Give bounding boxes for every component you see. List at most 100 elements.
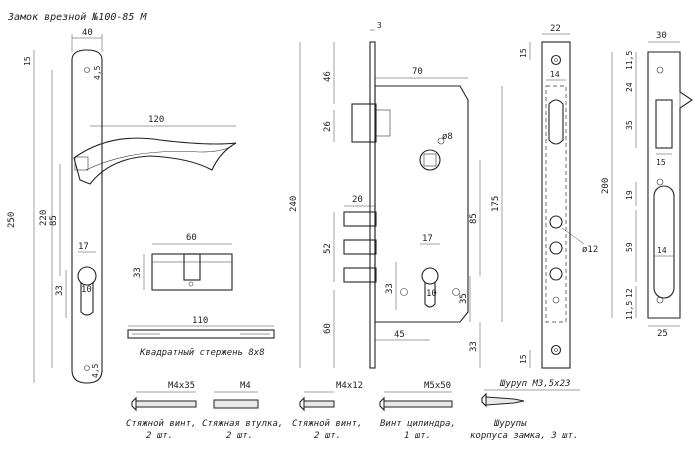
lock-front-plate xyxy=(369,41,376,369)
drawing-title: Замок врезной №100-85 М xyxy=(7,11,147,23)
part-size: М4х35 xyxy=(168,381,195,391)
dim-label: 250 xyxy=(7,212,17,228)
dim-label: 40 xyxy=(82,28,93,38)
screw-shank xyxy=(135,400,197,408)
dim-label: 15 xyxy=(23,56,32,66)
rod-caption: Квадратный стержень 8х8 xyxy=(139,348,265,358)
dim-label: 45 xyxy=(394,330,405,340)
dim-label: 175 xyxy=(491,196,501,212)
part-qty: 2 шт. xyxy=(146,431,173,441)
deadbolt-circle-1 xyxy=(549,215,563,229)
latch-inner xyxy=(375,109,391,137)
dim-label: 33 xyxy=(133,267,143,278)
dim-label: 59 xyxy=(625,242,634,252)
dim-label: ø12 xyxy=(582,245,598,255)
part-qty: корпуса замка, 3 шт. xyxy=(470,431,578,441)
dim-label: 15 xyxy=(519,354,528,364)
part-qty: 2 шт. xyxy=(314,431,341,441)
pin-hole xyxy=(437,137,445,145)
part-name: Винт цилиндра, xyxy=(380,419,456,429)
dim-label: 11,5 xyxy=(625,301,634,320)
dim-label: 4,5 xyxy=(93,65,102,80)
dim-label: 24 xyxy=(625,82,634,92)
strike-bolt-slot xyxy=(653,185,675,299)
square-spindle-hole xyxy=(74,156,89,171)
dim-label: 35 xyxy=(625,120,634,130)
dim-label: 15 xyxy=(519,48,528,58)
follower-hub xyxy=(419,149,441,171)
dim-label: 35 xyxy=(459,293,469,304)
sleeve-body xyxy=(213,399,259,409)
cylinder-hole-circle xyxy=(421,267,439,285)
dim-label: 200 xyxy=(601,178,611,194)
lock-faceplate xyxy=(529,33,585,369)
screw-head xyxy=(379,396,385,412)
dim-label: 60 xyxy=(323,323,333,334)
dim-label: 60 xyxy=(186,233,197,243)
door-handle xyxy=(33,34,237,384)
dim-label: 3 xyxy=(377,21,382,30)
mount-hole-right xyxy=(452,288,460,296)
part-size: М4 xyxy=(240,381,251,391)
screw-shank xyxy=(303,400,335,408)
screw-head xyxy=(299,396,305,412)
dim-label: 14 xyxy=(550,70,560,79)
dim-label: 11,5 xyxy=(625,51,634,70)
dim-label: 15 xyxy=(656,158,666,167)
leader-12 xyxy=(561,227,585,245)
handle-lever xyxy=(73,137,237,185)
dim-label: 17 xyxy=(78,242,89,252)
wood-screw-shank xyxy=(485,396,525,406)
screw-head xyxy=(131,396,137,412)
part-size: Шуруп М3,5х23 xyxy=(499,379,570,389)
dim-label: 120 xyxy=(148,115,164,125)
lock-case xyxy=(374,85,469,323)
deadbolt-circle-3 xyxy=(549,267,563,281)
dim-label: 17 xyxy=(422,234,433,244)
dim-label: ø8 xyxy=(442,132,453,142)
screw-center xyxy=(554,58,558,62)
faceplate-outline xyxy=(541,41,571,369)
cylinder-outline xyxy=(151,253,233,291)
dim-label: 12 xyxy=(625,288,634,298)
keyhole-circle xyxy=(77,266,97,286)
screw-hole-top xyxy=(84,67,90,73)
handle-backplate xyxy=(71,49,103,384)
lock-body xyxy=(299,29,503,369)
dim-label: 10 xyxy=(81,285,92,295)
strike-screw-top xyxy=(656,66,664,74)
dim-label: 4,5 xyxy=(91,363,100,378)
dim-label: 85 xyxy=(49,215,59,226)
part-size: М4х12 xyxy=(336,381,363,391)
lever-edge-line xyxy=(85,145,233,171)
strike-latch-slot xyxy=(655,99,673,149)
part-wood-screw xyxy=(481,389,580,408)
strike-outline xyxy=(647,51,693,319)
strike-plate xyxy=(611,41,693,327)
screw-shank xyxy=(383,400,453,408)
part-name: Шурупы xyxy=(493,419,527,429)
faceplate-screw-bottom xyxy=(550,344,562,356)
strike-screw-bottom xyxy=(656,296,664,304)
dim-label: 26 xyxy=(323,121,333,132)
rod-body xyxy=(127,329,275,339)
dim-label: 240 xyxy=(289,196,299,212)
dim-label: 46 xyxy=(323,71,333,82)
dim-label: 19 xyxy=(625,190,634,200)
deadbolt-1 xyxy=(343,211,377,227)
dim-label: 30 xyxy=(656,31,667,41)
dim-label: 20 xyxy=(352,195,363,205)
mount-hole-left xyxy=(400,288,408,296)
deadbolt-3 xyxy=(343,267,377,283)
faceplate-small-hole xyxy=(552,296,560,304)
part-name: Стяжная втулка, xyxy=(202,419,283,429)
part-screw-m4x35 xyxy=(131,391,197,412)
cylinder-hole-slot xyxy=(424,282,436,308)
dim-label: 25 xyxy=(657,329,668,339)
dim-label: 22 xyxy=(550,24,561,34)
part-name: Стяжной винт, xyxy=(292,419,362,429)
faceplate-screw-top xyxy=(550,54,562,66)
dim-label: 14 xyxy=(657,246,667,255)
